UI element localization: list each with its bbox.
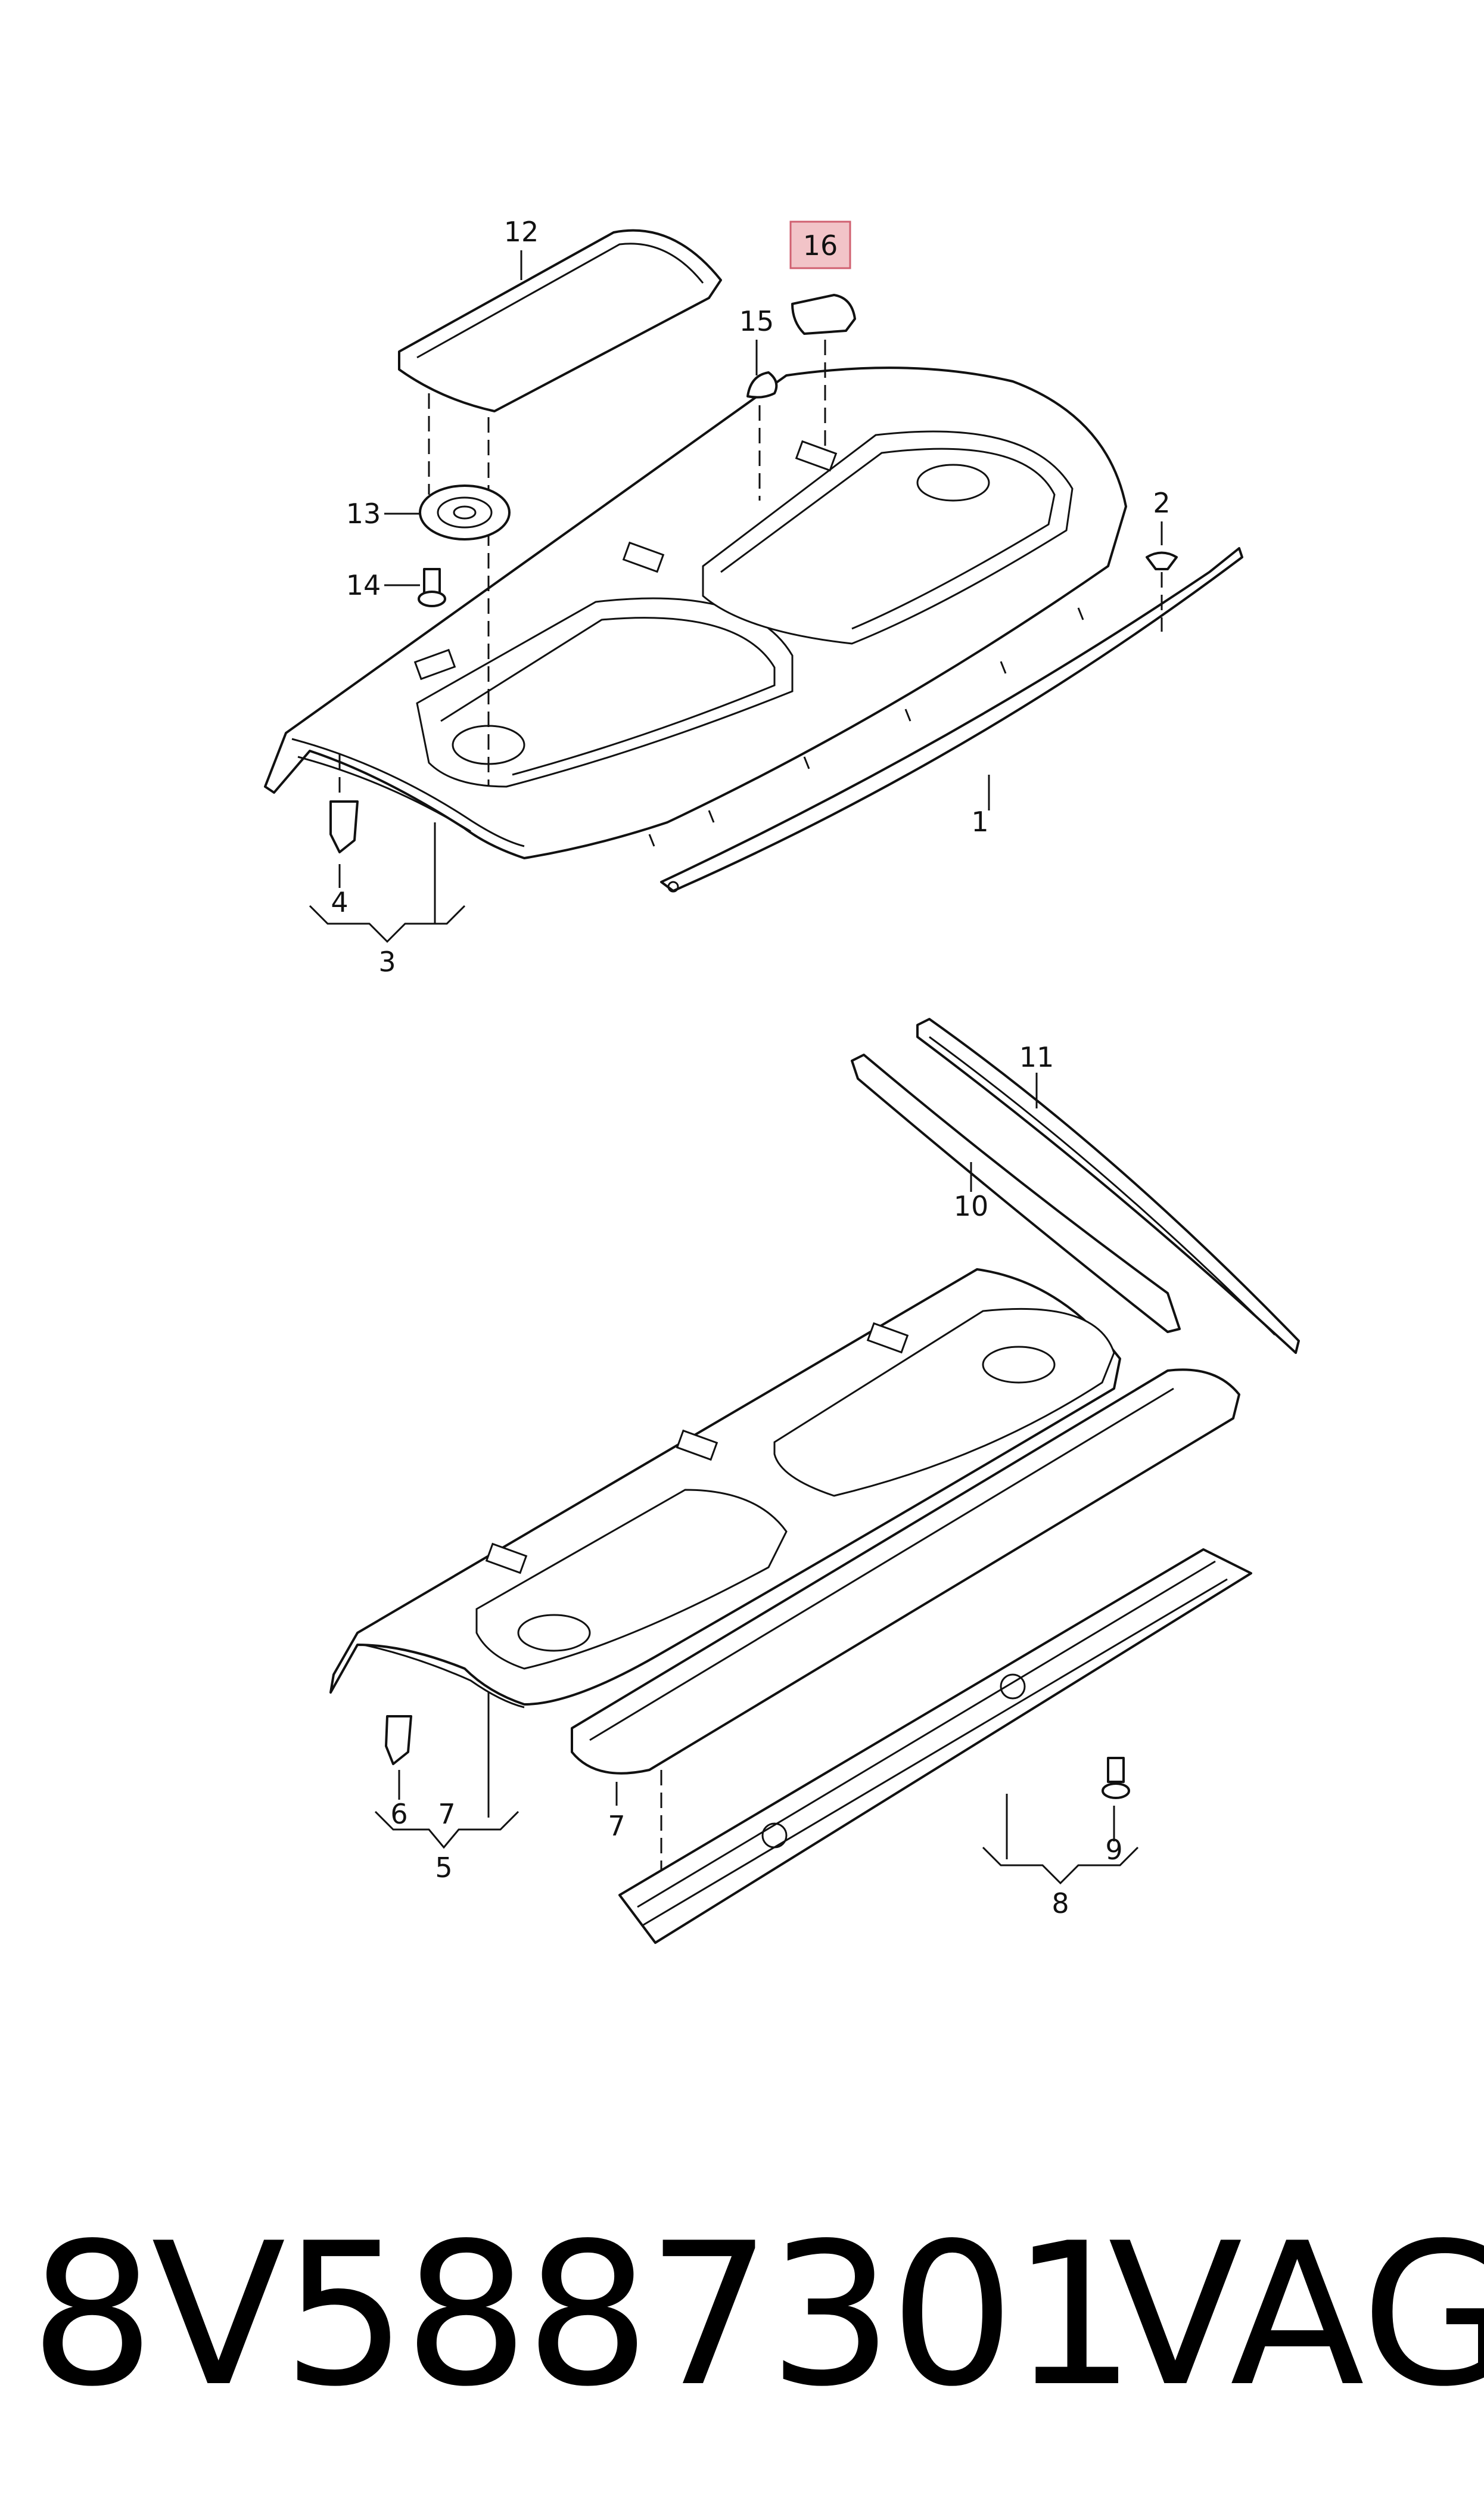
blind-housing-part-7	[571, 1368, 1240, 1775]
callout-7b: 7	[608, 1810, 625, 1842]
highlight-box-16	[789, 220, 851, 269]
cover-part-12	[398, 229, 722, 412]
callout-14: 14	[346, 569, 381, 601]
callout-10: 10	[954, 1190, 989, 1222]
callout-13: 13	[346, 498, 381, 530]
brand-label: VAG	[1108, 2201, 1484, 2430]
clip-part-6	[385, 1715, 412, 1765]
strip-part-10	[851, 1054, 1181, 1333]
callout-16: 16	[803, 229, 838, 262]
bracket-8	[982, 1846, 1139, 1885]
callout-9: 9	[1105, 1834, 1122, 1866]
callout-3: 3	[378, 946, 396, 978]
grommet-part-15	[746, 371, 778, 399]
callout-8: 8	[1051, 1887, 1069, 1919]
callout-4: 4	[331, 886, 348, 918]
clip-part-2	[1146, 551, 1178, 570]
trim-strip-part-1	[660, 547, 1243, 892]
strip-part-11	[916, 1018, 1300, 1354]
bracket-5	[374, 1810, 519, 1849]
speaker-part-13	[419, 484, 511, 541]
callout-6: 6	[390, 1798, 407, 1830]
part-number: 8V5887301	[30, 2201, 1136, 2430]
callout-11: 11	[1019, 1041, 1054, 1073]
screw-part-14	[418, 568, 446, 607]
callout-12: 12	[504, 216, 539, 248]
mechanism-part-8	[618, 1548, 1252, 1944]
callout-labels: 1 2 3 4 5 6 7 7 8 9 10 11 12 13 14 15 16	[331, 216, 1170, 1919]
callout-15: 15	[739, 305, 774, 337]
top-assembly	[264, 229, 1243, 943]
callout-7a: 7	[438, 1798, 455, 1830]
bracket-3	[309, 905, 466, 943]
bottom-assembly	[329, 1018, 1300, 1944]
bottom-leaders	[398, 1073, 1115, 1859]
callout-2: 2	[1153, 487, 1170, 519]
top-leaders	[338, 250, 1163, 888]
clip-part-4	[329, 800, 359, 853]
callout-5: 5	[435, 1852, 452, 1884]
screw-part-9	[1102, 1757, 1130, 1799]
callout-1: 1	[971, 806, 988, 838]
cap-part-16	[791, 294, 856, 335]
